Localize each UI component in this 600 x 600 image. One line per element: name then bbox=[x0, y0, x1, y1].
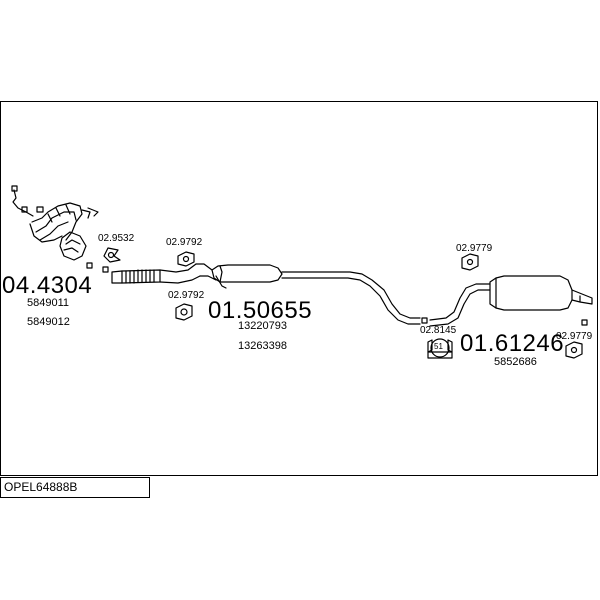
rubber-mount-icon bbox=[565, 341, 583, 359]
diagram-frame bbox=[0, 101, 598, 476]
gasket-icon bbox=[102, 266, 109, 273]
rubber-mount-icon bbox=[177, 251, 195, 267]
intermediate-pipe-icon bbox=[281, 271, 421, 325]
part-ref: 5849012 bbox=[27, 316, 70, 328]
part-number: 04.4304 bbox=[2, 272, 93, 299]
diagram-code: OPEL64888B bbox=[0, 477, 150, 498]
fitting-number: 02.9792 bbox=[166, 237, 203, 248]
fitting-number: 02.9792 bbox=[168, 290, 205, 301]
part-ref: 13263398 bbox=[238, 340, 287, 352]
part-ref: 13220793 bbox=[238, 320, 287, 332]
rear-silencer-icon bbox=[489, 275, 593, 311]
flange-gasket-icon bbox=[103, 247, 121, 263]
part-number: 01.50655 bbox=[208, 297, 313, 324]
front-pipe-icon bbox=[111, 263, 217, 284]
part-number: 01.61246 bbox=[460, 330, 565, 357]
part-ref: 5849011 bbox=[27, 297, 70, 309]
fitting-number: 02.9779 bbox=[556, 331, 593, 342]
gasket-icon bbox=[421, 317, 428, 324]
fitting-number: 02.9779 bbox=[456, 243, 493, 254]
gasket-icon bbox=[581, 319, 588, 326]
fitting-number: 02.9532 bbox=[98, 233, 135, 244]
pipe-clamp-icon bbox=[427, 338, 453, 359]
part-ref: 5852686 bbox=[494, 356, 537, 368]
rear-pipe-icon bbox=[429, 283, 491, 327]
gasket-icon bbox=[86, 262, 93, 269]
rubber-mount-icon bbox=[175, 303, 193, 321]
middle-silencer-icon bbox=[211, 264, 283, 289]
rubber-mount-icon bbox=[461, 253, 479, 271]
clamp-size-label: 51 bbox=[434, 342, 443, 351]
lambda-sensor-icon bbox=[11, 185, 34, 217]
exhaust-manifold-catalyst-icon bbox=[29, 202, 99, 261]
fitting-number: 02.8145 bbox=[420, 325, 457, 336]
